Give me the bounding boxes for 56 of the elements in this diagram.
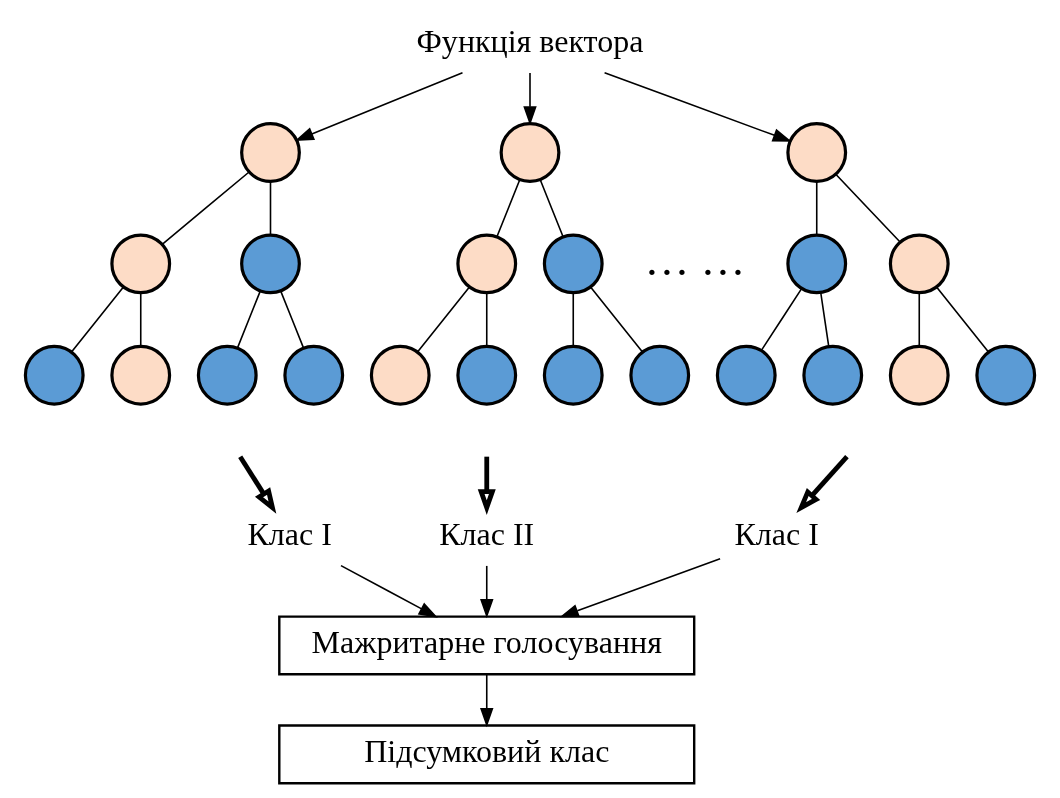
connector xyxy=(416,286,471,353)
connector xyxy=(589,286,644,353)
arrow xyxy=(340,564,438,618)
arrow xyxy=(238,455,277,514)
node-circle xyxy=(888,344,950,406)
node-circle xyxy=(786,122,848,183)
node-circle xyxy=(283,344,345,406)
node-box: Мажритарне голосування xyxy=(278,615,696,676)
node-circle xyxy=(456,344,518,406)
arrow xyxy=(559,557,721,618)
node-circle xyxy=(499,122,561,183)
node-circle xyxy=(802,344,864,406)
node-text: Клас II xyxy=(439,515,535,552)
node-circle xyxy=(369,344,431,406)
node-circle xyxy=(629,344,691,406)
node-box: Підсумковий клас xyxy=(278,724,696,785)
node-circle xyxy=(975,344,1037,406)
connector xyxy=(269,180,272,236)
connector xyxy=(815,180,818,236)
label: … … xyxy=(644,234,746,285)
connector xyxy=(496,178,521,238)
connector xyxy=(279,290,305,349)
node-circle xyxy=(456,233,518,295)
connector xyxy=(485,291,488,347)
node-circle xyxy=(196,344,258,406)
node-circle xyxy=(542,344,604,406)
node-circle xyxy=(110,344,172,406)
arrow xyxy=(294,71,464,142)
node-text: Клас I xyxy=(734,515,819,552)
node-circle xyxy=(888,233,950,295)
node-circle xyxy=(240,233,301,295)
connector xyxy=(572,291,575,347)
node-circle xyxy=(110,233,172,295)
node-circle xyxy=(240,122,301,183)
arrow xyxy=(480,565,494,619)
connector xyxy=(935,286,990,353)
connector xyxy=(539,178,564,238)
node-circle xyxy=(23,344,85,406)
arrow xyxy=(477,456,496,515)
node-circle xyxy=(786,233,848,295)
node-text: Функція вектора xyxy=(416,22,644,59)
node-circle xyxy=(715,344,777,406)
connector xyxy=(918,291,921,347)
connector xyxy=(835,173,901,243)
arrow xyxy=(480,674,494,728)
node-circle xyxy=(542,233,604,295)
arrow xyxy=(796,455,849,514)
arrow xyxy=(603,71,792,142)
connector xyxy=(236,290,262,349)
connector xyxy=(70,286,125,353)
connector xyxy=(819,291,830,347)
node-text: Клас I xyxy=(247,515,332,552)
connector xyxy=(760,288,803,351)
connector xyxy=(161,171,250,246)
connector xyxy=(139,291,142,347)
arrow xyxy=(523,72,537,126)
